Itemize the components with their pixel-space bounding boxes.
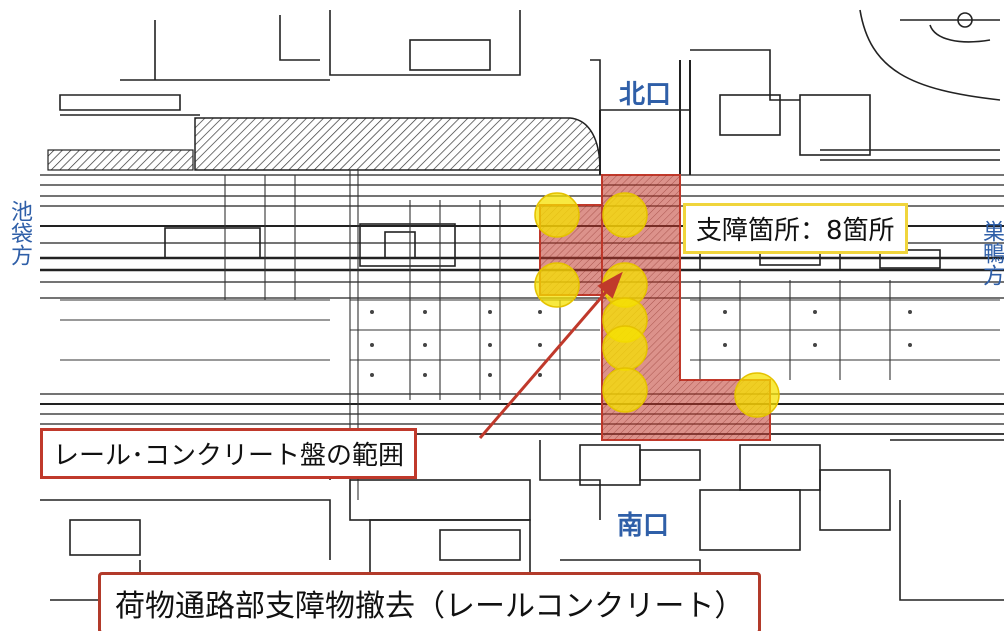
column-dots <box>370 310 912 377</box>
obstacle-marker <box>602 325 648 371</box>
obstacle-count-callout: 支障箇所：8箇所 <box>683 203 908 254</box>
obstacle-marker <box>534 262 580 308</box>
east-direction-label: 巣鴨方 <box>979 220 1004 286</box>
north-exit-label: 北口 <box>619 80 672 110</box>
obstacle-marker <box>602 367 648 413</box>
obstacle-marker <box>602 192 648 238</box>
figure-title: 荷物通路部支障物撤去（レールコンクリート） <box>98 572 762 631</box>
west-direction-label: 池袋方 <box>7 200 32 266</box>
south-exit-label: 南口 <box>617 511 670 541</box>
obstacle-markers <box>534 192 780 418</box>
obstacle-marker <box>534 192 580 238</box>
hatched-canopy <box>194 117 601 171</box>
north-buildings <box>59 9 1001 161</box>
pointer-arrow <box>478 271 623 439</box>
rail-concrete-area-callout: レール･コンクリート盤の範囲 <box>40 428 418 479</box>
obstacle-marker <box>734 372 780 418</box>
